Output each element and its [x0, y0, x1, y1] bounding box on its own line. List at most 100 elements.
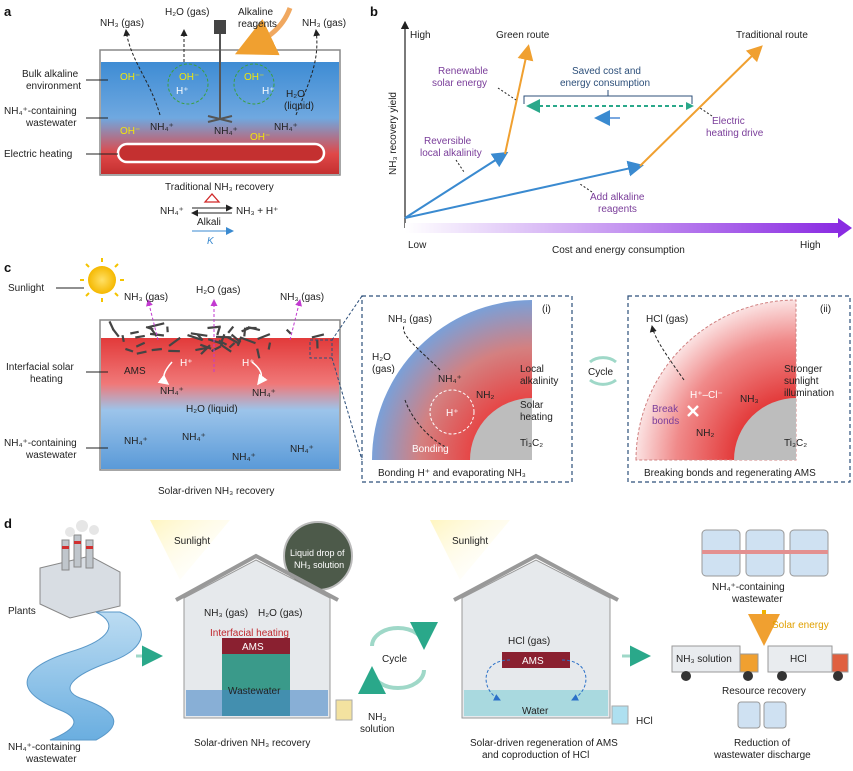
b-x-axis	[405, 223, 840, 233]
d-drop-2: NH₃ solution	[294, 560, 344, 570]
a-oh-3: OH⁻	[244, 72, 264, 83]
b-traditional-route: Traditional route	[736, 30, 808, 41]
factory-icon	[40, 520, 120, 618]
a-electric-heating: Electric heating	[4, 149, 72, 160]
inset-ii-stronger-1: Stronger	[784, 364, 823, 375]
c-interfacial-1: Interfacial solar	[6, 362, 74, 373]
panel-b: High NH₃ recovery yield Low Cost and ene…	[388, 22, 852, 256]
inset-i-solar-2: heating	[520, 412, 553, 423]
c-nh3-gas-1: NH₃ (gas)	[124, 292, 168, 303]
b-high-y: High	[410, 30, 431, 41]
c-nh3-gas-2: NH₃ (gas)	[280, 292, 324, 303]
a-nh4-3: NH₄⁺	[274, 122, 298, 133]
b-reversible-2: local alkalinity	[420, 148, 482, 159]
c-h2o-liquid: H₂O (liquid)	[186, 404, 238, 415]
d-nh3-sol-2: solution	[360, 724, 394, 735]
ams-branch	[312, 334, 324, 337]
hcl-beaker	[612, 706, 628, 724]
b-high-x: High	[800, 240, 821, 251]
d-ams: AMS	[242, 642, 264, 653]
inset-i-caption: Bonding H⁺ and evaporating NH₃	[378, 468, 526, 479]
inset-ii-stronger-2: sunlight	[784, 376, 819, 387]
a-oh-2: OH⁻	[179, 72, 199, 83]
c-nh4-f: NH₄⁺	[290, 444, 314, 455]
a-h2o-liquid-1: H₂O	[286, 89, 305, 100]
d-nh3-sol-1: NH₃	[368, 712, 387, 723]
a-oh-1: OH⁻	[120, 72, 140, 83]
a-nh4-1: NH₄⁺	[150, 122, 174, 133]
a-nh3-gas-left: NH₃ (gas)	[100, 18, 144, 29]
d-caption-1: Solar-driven NH₃ recovery	[194, 738, 310, 749]
inset-i-h2o-2: (gas)	[372, 364, 395, 375]
d-nh3-gas: NH₃ (gas)	[204, 608, 248, 619]
inset-ii-ti3c2: Ti₃C₂	[784, 438, 807, 449]
d-truck-nh3: NH₃ solution	[676, 654, 732, 665]
small-tanks	[738, 702, 786, 728]
d-cycle: Cycle	[382, 654, 407, 665]
ams-branch	[146, 327, 153, 329]
d-interfacial: Interfacial heating	[210, 628, 289, 639]
blue-route-green	[405, 154, 505, 218]
b-xlabel: Cost and energy consumption	[552, 245, 685, 256]
b-reversible-1: Reversible	[424, 136, 472, 147]
panel-d: Plants NH₄⁺-containing wastewater Sunlig…	[8, 520, 848, 765]
a-h2o-liquid-2: (liquid)	[284, 101, 314, 112]
a-ww-1: NH₄⁺-containing	[4, 106, 77, 117]
ams-branch	[242, 328, 249, 331]
ams-branch	[135, 336, 145, 338]
stirrer-motor	[214, 20, 226, 34]
ams-branch	[148, 323, 164, 327]
ams-branch	[191, 333, 208, 336]
inset-i-local-1: Local	[520, 364, 544, 375]
d-sunlight-2: Sunlight	[452, 536, 488, 547]
truck-hcl-icon	[768, 646, 848, 681]
c-hplus-1: H⁺	[180, 358, 193, 369]
b-electric-1: Electric	[712, 116, 745, 127]
inset-i-nh2: NH₂	[476, 390, 494, 401]
c-ww-2: wastewater	[25, 450, 77, 461]
wastewater-tanks	[702, 530, 828, 576]
d-drop-1: Liquid drop of	[290, 548, 345, 558]
panel-c: Sunlight NH₃ (gas) H₂O (gas) NH₃ (gas) I…	[4, 258, 850, 497]
a-hplus-1: H⁺	[176, 86, 189, 97]
a-h2o-gas: H₂O (gas)	[165, 7, 209, 18]
a-alkaline-1: Alkaline	[238, 7, 273, 18]
c-nh4-e: NH₄⁺	[232, 452, 256, 463]
c-hplus-2: H⁺	[242, 358, 255, 369]
river	[27, 612, 141, 740]
c-nh4-a: NH₄⁺	[160, 386, 184, 397]
a-bulk-2: environment	[26, 81, 81, 92]
panel-label-b: b	[370, 4, 378, 19]
c-ww-1: NH₄⁺-containing	[4, 438, 77, 449]
b-add-2: reagents	[598, 204, 637, 215]
inset-ii-caption: Breaking bonds and regenerating AMS	[644, 468, 816, 479]
ams-branch	[130, 332, 138, 334]
inset-i-hplus: H⁺	[446, 408, 459, 419]
a-caption: Traditional NH₃ recovery	[165, 182, 274, 193]
inset-ii-hcl-pair: H⁺–Cl⁻	[690, 390, 723, 401]
d-solar-energy: Solar energy	[772, 620, 829, 631]
d-truck-hcl: HCl	[790, 654, 807, 665]
b-low: Low	[408, 240, 427, 251]
d-tanks-1: NH₄⁺-containing	[712, 582, 785, 593]
inset-i-ti3c2: Ti₃C₂	[520, 438, 543, 449]
inset-i-nh4: NH₄⁺	[438, 374, 462, 385]
heater-coil	[118, 144, 324, 162]
a-alkali: Alkali	[197, 217, 221, 228]
ams-branch	[217, 327, 219, 335]
d-reduction-1: Reduction of	[734, 738, 790, 749]
panel-label-c: c	[4, 260, 11, 275]
d-tanks-2: wastewater	[731, 594, 783, 605]
b-electric-2: heating drive	[706, 128, 764, 139]
inset-i-local-2: alkalinity	[520, 376, 558, 387]
inset-ii-nh3: NH₃	[740, 394, 759, 405]
a-nh4-2: NH₄⁺	[214, 126, 238, 137]
d-caption-2b: and coproduction of HCl	[482, 750, 589, 761]
ams-branch	[123, 335, 124, 342]
a-nh3-gas-right: NH₃ (gas)	[302, 18, 346, 29]
b-green-route: Green route	[496, 30, 550, 41]
a-ww-2: wastewater	[25, 118, 77, 129]
ams-branch	[287, 330, 291, 334]
d-reduction-2: wastewater discharge	[713, 750, 811, 761]
d-resource-recovery: Resource recovery	[722, 686, 806, 697]
